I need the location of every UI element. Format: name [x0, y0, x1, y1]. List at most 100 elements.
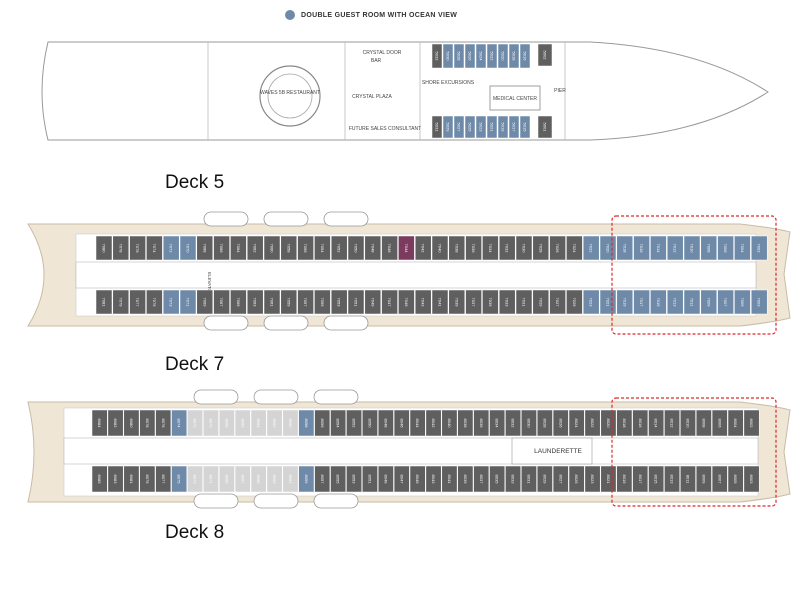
deck8-cabin-8059[interactable] — [298, 465, 315, 493]
deck7-cabin-7043[interactable] — [414, 289, 432, 315]
deck8-cabin-8066[interactable] — [234, 409, 251, 437]
deck7-cabin-7048[interactable] — [364, 235, 382, 261]
deck8-cabin-8043[interactable] — [425, 465, 442, 493]
deck8-cabin-8007[interactable] — [711, 465, 728, 493]
deck7-cabin-7002[interactable] — [750, 235, 768, 261]
deck7-cabin-7078[interactable] — [112, 235, 130, 261]
deck5-cabin-5026[interactable] — [464, 43, 476, 69]
deck7-cabin-7042[interactable] — [414, 235, 432, 261]
deck7-cabin-7058[interactable] — [280, 235, 298, 261]
deck7-cabin-7053[interactable] — [330, 289, 348, 315]
deck7-cabin-7011[interactable] — [683, 289, 701, 315]
deck7-cabin-7070[interactable] — [179, 235, 197, 261]
deck5-cabin-5002[interactable] — [537, 43, 553, 67]
deck7-cabin-7047[interactable] — [381, 289, 398, 315]
deck8-cabin-8069[interactable] — [218, 465, 235, 493]
deck8-cabin-8017[interactable] — [632, 465, 649, 493]
deck7-cabin-7035[interactable] — [482, 289, 499, 315]
deck7-cabin-7045[interactable] — [398, 289, 415, 315]
deck8-cabin-8010[interactable] — [680, 409, 696, 437]
deck8-cabin-8055[interactable] — [330, 465, 347, 493]
deck8-cabin-8018[interactable] — [616, 409, 633, 437]
deck7-cabin-7039[interactable] — [448, 289, 466, 315]
deck7-cabin-7003[interactable] — [750, 289, 768, 315]
deck8-cabin-8039[interactable] — [457, 465, 474, 493]
deck8-cabin-8054[interactable] — [330, 409, 347, 437]
deck5-cabin-5022[interactable] — [486, 43, 498, 69]
deck7-cabin-7044[interactable] — [398, 235, 415, 261]
deck7-cabin-7005[interactable] — [734, 289, 751, 315]
deck7-cabin-7034[interactable] — [482, 235, 499, 261]
deck7-cabin-7065[interactable] — [230, 289, 247, 315]
deck7-cabin-7040[interactable] — [431, 235, 449, 261]
deck7-cabin-7004[interactable] — [734, 235, 751, 261]
deck7-cabin-7006[interactable] — [717, 235, 734, 261]
deck8-cabin-8082[interactable] — [107, 409, 124, 437]
deck7-cabin-7038[interactable] — [448, 235, 466, 261]
deck5-cabin-5017[interactable] — [508, 115, 520, 139]
deck7-cabin-7027[interactable] — [549, 289, 566, 315]
deck5-cabin-5015[interactable] — [519, 115, 531, 139]
deck8-cabin-8037[interactable] — [473, 465, 490, 493]
deck8-cabin-8027[interactable] — [552, 465, 569, 493]
deck5-cabin-5029[interactable] — [442, 115, 454, 139]
deck8-cabin-8081[interactable] — [123, 465, 140, 493]
deck8-cabin-8002[interactable] — [743, 409, 760, 437]
deck8-cabin-8063[interactable] — [266, 465, 283, 493]
deck8-cabin-8075[interactable] — [171, 465, 188, 493]
deck8-cabin-8029[interactable] — [536, 465, 553, 493]
deck8-cabin-8080[interactable] — [123, 409, 140, 437]
deck8-cabin-8077[interactable] — [155, 465, 172, 493]
deck8-cabin-8067[interactable] — [234, 465, 251, 493]
deck7-cabin-7077[interactable] — [129, 289, 146, 315]
deck7-cabin-7056[interactable] — [297, 235, 314, 261]
deck7-cabin-7010[interactable] — [683, 235, 701, 261]
deck7-cabin-7019[interactable] — [616, 289, 634, 315]
deck8-cabin-8012[interactable] — [664, 409, 680, 437]
deck5-cabin-5027[interactable] — [453, 115, 465, 139]
deck7-cabin-7012[interactable] — [666, 235, 684, 261]
deck7-cabin-7059[interactable] — [280, 289, 298, 315]
deck7-cabin-7081[interactable] — [95, 289, 113, 315]
deck8-cabin-8040[interactable] — [441, 409, 458, 437]
deck8-cabin-8062[interactable] — [266, 409, 283, 437]
deck5-cabin-5030[interactable] — [442, 43, 454, 69]
deck8-cabin-8064[interactable] — [250, 409, 267, 437]
deck7-cabin-7022[interactable] — [582, 235, 600, 261]
deck7-cabin-7025[interactable] — [566, 289, 583, 315]
deck7-cabin-7076[interactable] — [129, 235, 146, 261]
deck7-cabin-7030[interactable] — [515, 235, 533, 261]
deck7-cabin-7071[interactable] — [179, 289, 197, 315]
deck8-cabin-8071[interactable] — [203, 465, 219, 493]
deck7-cabin-7062[interactable] — [246, 235, 264, 261]
deck8-cabin-8008[interactable] — [695, 409, 712, 437]
deck7-cabin-7036[interactable] — [465, 235, 482, 261]
deck8-cabin-8083[interactable] — [107, 465, 124, 493]
deck8-cabin-8044[interactable] — [409, 409, 426, 437]
deck8-cabin-8026[interactable] — [552, 409, 569, 437]
deck7-cabin-7015[interactable] — [650, 289, 667, 315]
deck8-cabin-8015[interactable] — [648, 465, 665, 493]
deck8-cabin-8050[interactable] — [362, 409, 378, 437]
deck7-cabin-7063[interactable] — [246, 289, 264, 315]
deck7-cabin-7008[interactable] — [700, 235, 718, 261]
deck5-cabin-5024[interactable] — [475, 43, 487, 69]
deck7-cabin-7007[interactable] — [717, 289, 734, 315]
deck8-cabin-8036[interactable] — [473, 409, 490, 437]
deck8-cabin-8024[interactable] — [568, 409, 585, 437]
deck8-cabin-8038[interactable] — [457, 409, 474, 437]
deck7-cabin-7080[interactable] — [95, 235, 113, 261]
deck7-cabin-7066[interactable] — [213, 235, 230, 261]
deck8-cabin-8068[interactable] — [218, 409, 235, 437]
deck7-cabin-7031[interactable] — [515, 289, 533, 315]
deck7-cabin-7051[interactable] — [347, 289, 365, 315]
deck8-cabin-8019[interactable] — [616, 465, 633, 493]
deck8-cabin-8028[interactable] — [536, 409, 553, 437]
deck8-cabin-8003[interactable] — [743, 465, 760, 493]
deck8-cabin-8061[interactable] — [282, 465, 299, 493]
deck7-cabin-7074[interactable] — [146, 235, 163, 261]
deck5-cabin-5032[interactable] — [431, 43, 443, 69]
deck8-cabin-8031[interactable] — [521, 465, 537, 493]
deck8-cabin-8022[interactable] — [584, 409, 601, 437]
deck8-cabin-8009[interactable] — [695, 465, 712, 493]
